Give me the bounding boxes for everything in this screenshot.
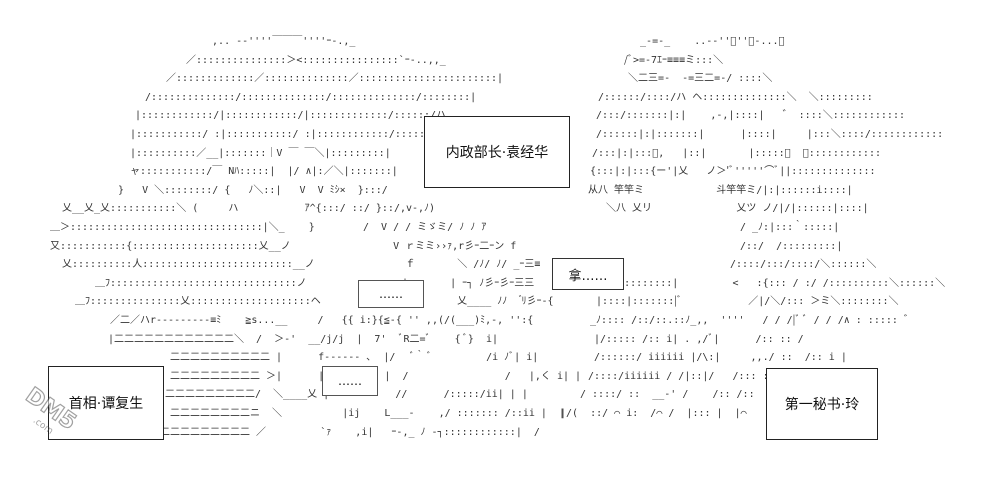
- ascii-art-left-line: ／:::::::::::::／::::::::::::::／::::::::::…: [160, 73, 504, 85]
- ascii-art-left-line: |::::::::::／__|:::::::｜V ￣ ￣＼|:::::::::|: [130, 147, 391, 159]
- ascii-art-right-line: 从八 竿竿ミ 斗竿竿ミ/|:|::::::i::::|: [576, 184, 853, 196]
- caption-interior-minister-text: 内政部长·袁经华: [445, 145, 549, 161]
- ascii-art-right-line: /::::::/::::/ハ ヘ::::::::::::::＼ ＼:::::::…: [598, 91, 873, 103]
- ascii-art-right-line: /::::::|:|:::::::| |::::| |:::＼::::/::::…: [596, 129, 944, 140]
- ascii-art-left-line: 乂::::::::::人:::::::::::::::::::::::::__ノ…: [62, 259, 541, 271]
- ascii-art-right-line: |::::::::::::| < :{::: / :/ /::::::::::＼…: [594, 277, 946, 289]
- ascii-art-left-line: /::::::::::::::/::::::::::::::/:::::::::…: [145, 91, 477, 103]
- ascii-art-left-line: 二二二二二二二二二 ＞| | | / / |,く i| |: [170, 370, 582, 382]
- ascii-art-left-line: ＿ﾌ:::::::::::::::::::::::::::::::ノ -- ｧ|…: [95, 277, 535, 289]
- ascii-art-right-line: /::::::/ iiiiii |/\:| ,,./ :: /:: i |: [594, 352, 847, 364]
- ascii-art-left-line: } V ＼::::::::/ { ﾉ＼::| V V ﾐｼ× }:::/: [118, 184, 388, 196]
- ascii-art-right-line: /:::|:|:::ﾞ, |::| |:::::＼ ＼::::::::::::: [592, 147, 881, 159]
- ascii-art-left-line: 二二二二二二二二ニ ＼ |ij L___‐ ,/ ::::::: /::ii |…: [170, 408, 566, 419]
- speech-bubble-right-text: 拿……: [568, 268, 608, 284]
- ascii-art-left-line: |::::::::::::/|::::::::::::/|:::::::::::…: [135, 110, 447, 122]
- ascii-art-right-line: _-=-_ ..-‐''ﾞ''ｰ-...、: [628, 36, 785, 47]
- ascii-art-right-line: / _ﾉ:|:::｀:::::|: [740, 222, 840, 233]
- ascii-art-left-line: |:::::::::::/ :|:::::::::::/ :|:::::::::…: [130, 129, 456, 140]
- ascii-art-left-line: ャ:::::::::::/￣ Nﾊ:::::| |/ ∧|:／＼|:::::::…: [130, 166, 398, 178]
- ascii-art-left-line: ＿ﾌ:::::::::::::::乂::::::::::::::::::::ヘ …: [75, 296, 554, 308]
- ascii-art-left-line: |二二二二二二二二二二二二＼ / ＞‐' __/j/j | 7' ﾞR二=ﾞ {…: [108, 333, 498, 345]
- ascii-art-right-line: ＼八 乂リ 乂ツ ノ/|/|::::::|::::|: [594, 203, 869, 215]
- speech-bubble-center-top-text: ……: [379, 287, 403, 301]
- ascii-art-right-line: _ﾉ:::: /::/::.::ﾉ_,, '''' / / /|ﾞ ﾞ / / …: [590, 315, 914, 326]
- speech-bubble-center-left-text: ……: [338, 374, 362, 388]
- ascii-art-right-line: |::::|:::::::|ﾞ ／|/＼/::: ＞ミ＼::::::::＼: [596, 296, 899, 308]
- ascii-art-left-line: ＿＞::::::::::::::::::::::::::::::::|＼_ } …: [50, 222, 487, 233]
- ascii-art-right-line: /::/ /:::::::::|: [740, 240, 843, 252]
- ascii-art-left-line: 二二二二二二二二二 ／ `ｧ ,i| ｰ-,_ ﾉ ‐┐::::::::::::…: [160, 426, 540, 438]
- caption-first-secretary: 第一秘书·玲: [766, 368, 878, 440]
- speech-bubble-center-top: ……: [358, 280, 424, 308]
- ascii-art-left-line: 又:::::::::::{:::::::::::::::::::::乂__ノ V…: [50, 240, 517, 252]
- caption-prime-minister-text: 首相·谭复生: [68, 396, 144, 412]
- ascii-art-left-line: ,.. -‐''''￣￣￣''''ｰ-.,_: [200, 36, 356, 47]
- ascii-art-right-line: /:::/:::::::|:| ,‐,|::::| ゛ ::::＼:::::::…: [596, 110, 905, 122]
- speech-bubble-right: 拿……: [552, 258, 624, 290]
- ascii-art-left-line: 乂__乂_乂:::::::::::＼ ( ハ ｱ^{:::/ ::/ }::/,…: [62, 203, 436, 215]
- speech-bubble-center-left: ……: [322, 366, 378, 396]
- caption-interior-minister: 内政部长·袁经华: [424, 116, 570, 188]
- ascii-art-right-line: {:::|:|:::{ー'|乂 ノ＞'ﾞ'''''⌒ﾞ||:::::::::::…: [590, 166, 876, 178]
- dm5-logo-icon: DM5 .com: [20, 382, 81, 436]
- ascii-art-left-line: ／:::::::::::::::＞<::::::::::::::::`ｰ-..,…: [180, 54, 446, 66]
- ascii-art-right-line: |/::::: /:: i| . ,/ﾞ| /:: :: /: [594, 333, 804, 345]
- ascii-art-left-line: 二二二二二二二二二二 | f‐‐‐‐‐‐ ､ |/ ﾞ｀ ﾞ /i ﾉﾞ| i|: [170, 352, 539, 364]
- ascii-art-left-line: ／二／ハr‐‐‐‐‐‐‐‐‐≡ﾐ ≧s...__ / {{ i:}{≦-{ ''…: [110, 315, 534, 326]
- ascii-art-right-line: ＼二三=- ‐=三二=-/ ::::＼: [610, 73, 773, 85]
- caption-prime-minister: 首相·谭复生: [48, 366, 164, 440]
- ascii-art-right-line: /ﾞ>=‐7ｴｰ≡≡≡ミ:::＼: [618, 54, 724, 66]
- ascii-art-right-line: /::::/:::/::::/＼::::::＼: [730, 259, 877, 271]
- caption-first-secretary-text: 第一秘书·玲: [784, 397, 860, 413]
